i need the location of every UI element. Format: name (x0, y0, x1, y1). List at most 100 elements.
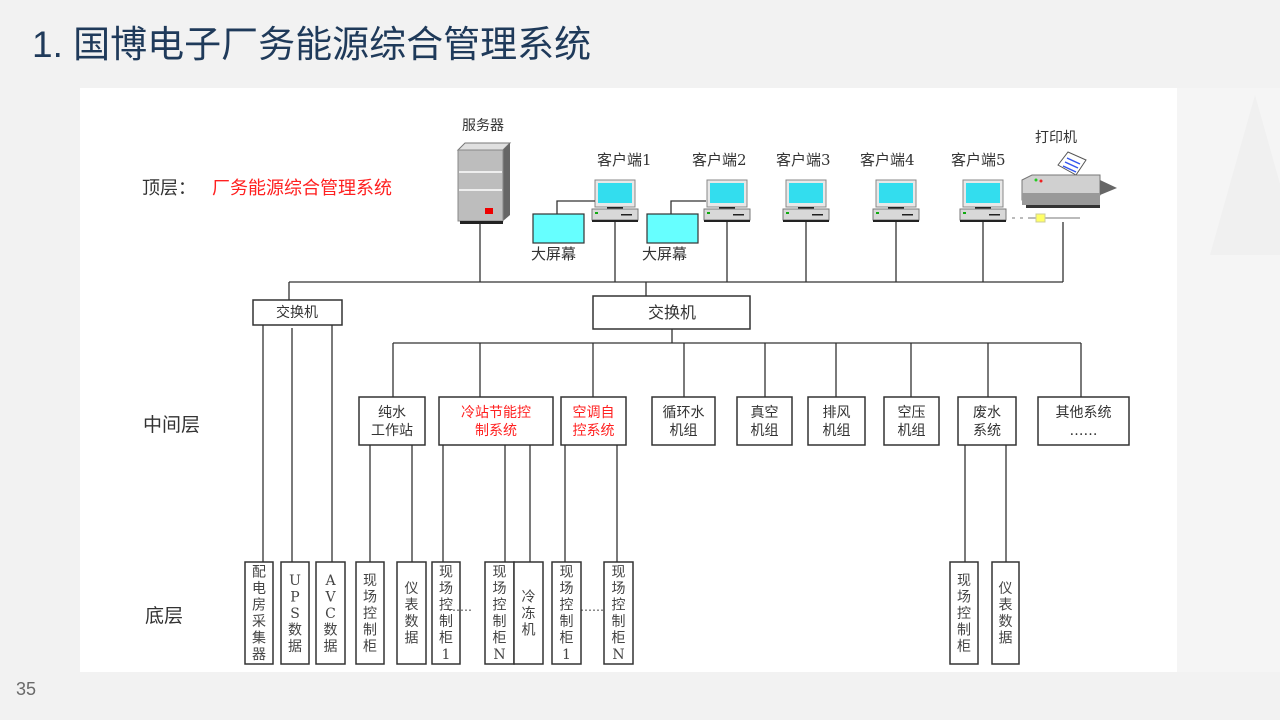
middle-system-line2: 机组 (823, 423, 851, 439)
bottom-device-char: C (325, 606, 336, 622)
bottom-device-char: 器 (252, 647, 266, 663)
bottom-device-char: 柜 (612, 631, 626, 647)
bottom-device-char: 柜 (439, 631, 453, 647)
bottom-device-char: 场 (493, 581, 507, 597)
bottom-device-char: 冻 (522, 605, 536, 622)
bottom-device-char: 制 (957, 622, 971, 638)
printer-label: 打印机 (1035, 129, 1077, 146)
top-layer-label: 顶层： (142, 178, 196, 199)
bottom-device-char: A (324, 573, 336, 589)
top-system-name: 厂务能源综合管理系统 (212, 178, 392, 199)
bottom-device-char: 柜 (363, 639, 377, 655)
middle-system-line2: 制系统 (475, 423, 517, 439)
bottom-device-char: 场 (363, 589, 377, 605)
client-computer-4: 客户端4 (860, 151, 920, 282)
switch-left: 交换机 (252, 299, 343, 326)
middle-system-9: 其他系统…… (1037, 396, 1130, 446)
bottom-device-char: 房 (252, 598, 266, 614)
ellipsis-2: …… (580, 600, 604, 614)
bottom-device-char: 仪 (405, 581, 419, 597)
middle-system-line1: 冷站节能控 (461, 405, 531, 421)
client-computer-5: 客户端5 (951, 151, 1007, 282)
middle-system-line1: 废水 (973, 405, 1001, 421)
bottom-layer-label: 底层 (145, 605, 183, 627)
bottom-device-char: 据 (324, 639, 338, 655)
bottom-device-char: 数 (999, 614, 1013, 630)
printer-icon (1012, 151, 1117, 223)
bottom-device-char: 制 (612, 614, 626, 630)
middle-system-line2: …… (1070, 423, 1098, 439)
computer-icon (959, 179, 1007, 222)
client-computer-3: 客户端3 (776, 151, 831, 282)
bottom-device-char: 1 (442, 647, 451, 663)
bottom-device-char: 数 (324, 622, 338, 638)
middle-system-line2: 机组 (751, 423, 779, 439)
middle-system-line2: 控系统 (573, 423, 615, 439)
bottom-device-char: 表 (405, 598, 419, 614)
bottom-device-char: N (493, 647, 505, 663)
bottom-device-char: 现 (493, 565, 507, 581)
bottom-device-char: 数 (288, 622, 302, 638)
bottom-device-char: 柜 (493, 631, 507, 647)
bottom-device-char: 场 (957, 589, 971, 605)
bottom-device-char: 制 (363, 622, 377, 638)
bottom-device-char: 现 (363, 573, 377, 589)
ellipsis-1: …… (448, 600, 472, 614)
title-bar: 1. 国博电子厂务能源综合管理系统 (0, 0, 1280, 88)
client-label: 客户端4 (860, 151, 915, 169)
background-triangle-decoration (1210, 95, 1280, 255)
client-group: 客户端1 客户端2 客户端3 客户端4 客户端5 (591, 151, 1007, 282)
bottom-device-char: 控 (957, 606, 971, 622)
bottom-device-char: 采 (252, 614, 266, 630)
bottom-device-char: V (324, 589, 336, 605)
bottom-device-char: 场 (439, 581, 453, 597)
computer-icon (591, 179, 639, 222)
bottom-device-char: 仪 (999, 581, 1013, 597)
bottom-devices: 配电房采集器UPS数据AVC数据现场控制柜仪表数据现场控制柜1现场控制柜N冷冻机… (244, 561, 1020, 665)
bottom-device-char: 制 (560, 614, 574, 630)
bottom-device-char: 据 (288, 639, 302, 655)
bottom-device-char: 集 (252, 630, 266, 647)
big-screen-label: 大屏幕 (642, 245, 687, 263)
middle-system-line1: 循环水 (663, 405, 705, 421)
middle-network-bus (393, 329, 1081, 344)
client-label: 客户端1 (597, 151, 652, 169)
middle-drops (392, 343, 1082, 397)
bottom-device-char: 现 (560, 565, 574, 581)
client-label: 客户端5 (951, 151, 1006, 169)
client-label: 客户端2 (692, 151, 747, 169)
big-screen-icon (646, 213, 699, 244)
bottom-device-char: 冷 (522, 589, 536, 605)
bottom-device-char: 数 (405, 614, 419, 630)
bottom-device-char: 机 (522, 622, 536, 638)
bottom-device-char: S (290, 606, 300, 622)
bottom-device-char: 柜 (560, 631, 574, 647)
bottom-device-char: 控 (363, 606, 377, 622)
middle-system-line1: 真空 (751, 405, 779, 421)
client-computer-2: 客户端2 (692, 151, 751, 282)
bottom-device-char: 现 (957, 573, 971, 589)
bottom-device-char: 据 (999, 631, 1013, 647)
server-label: 服务器 (462, 118, 504, 134)
bottom-device-char: 场 (612, 581, 626, 597)
switch-main-label: 交换机 (648, 303, 696, 322)
big-screen-2: 大屏幕 (642, 200, 706, 263)
bottom-device-char: N (612, 647, 624, 663)
middle-system-line1: 纯水 (378, 405, 406, 421)
middle-systems: 纯水工作站冷站节能控制系统空调自控系统循环水机组真空机组排风机组空压机组废水系统… (358, 396, 1130, 446)
bottom-device-char: 控 (560, 598, 574, 614)
